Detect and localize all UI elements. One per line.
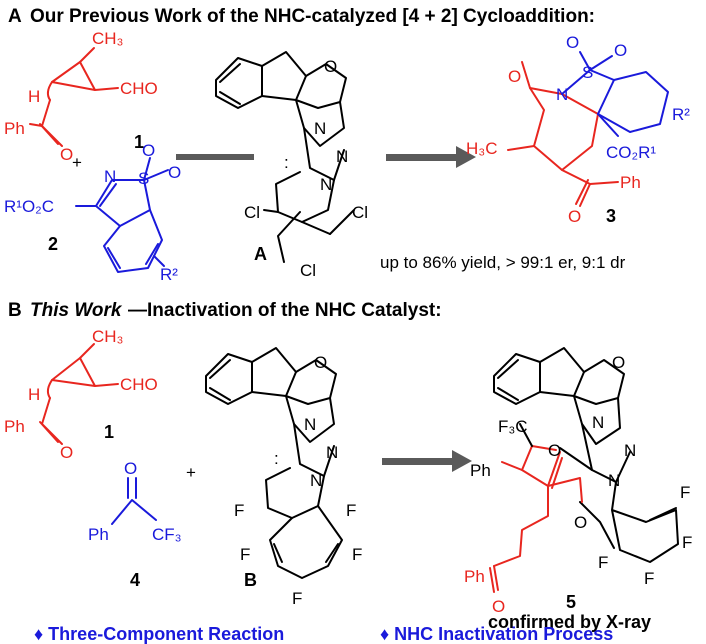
footer-three-component: ♦ Three-Component Reaction bbox=[34, 624, 284, 644]
svg-text::: : bbox=[274, 449, 279, 468]
catalyst-a-label: A bbox=[254, 244, 267, 264]
svg-text:N: N bbox=[314, 119, 326, 138]
compound-1-label-b: 1 bbox=[104, 422, 114, 442]
svg-text:F: F bbox=[292, 589, 302, 608]
svg-text:F: F bbox=[234, 501, 244, 520]
compound-4-structure: O Ph CF₃ bbox=[88, 459, 182, 544]
panel-b-title-italic: This Work bbox=[30, 300, 123, 321]
svg-text:Ph: Ph bbox=[464, 567, 485, 586]
svg-text:N: N bbox=[624, 441, 636, 460]
svg-text:N: N bbox=[320, 175, 332, 194]
svg-text:R²: R² bbox=[160, 265, 178, 284]
xray-note: confirmed by X-ray bbox=[488, 612, 651, 632]
svg-text:F: F bbox=[240, 545, 250, 564]
svg-text:H: H bbox=[28, 385, 40, 404]
panel-a-letter: A bbox=[8, 6, 22, 27]
product-3-structure: O N S O O R² H₃C CO₂R¹ Ph O bbox=[466, 33, 690, 226]
svg-text:CHO: CHO bbox=[120, 375, 158, 394]
product-3-label: 3 bbox=[606, 206, 616, 226]
compound-1-structure-b: CH₃ CHO H Ph O bbox=[4, 327, 158, 462]
svg-text:O: O bbox=[566, 33, 579, 52]
svg-text:F: F bbox=[682, 533, 692, 552]
svg-text:CO₂R¹: CO₂R¹ bbox=[606, 143, 656, 162]
svg-text:N: N bbox=[556, 85, 568, 104]
reaction-arrow-b bbox=[382, 450, 472, 472]
svg-text:O: O bbox=[124, 459, 137, 478]
compound-1-label-a: 1 bbox=[134, 132, 144, 152]
svg-text:N: N bbox=[310, 471, 322, 490]
panel-a-title: Our Previous Work of the NHC-catalyzed [… bbox=[30, 6, 595, 27]
svg-text:CH₃: CH₃ bbox=[92, 327, 123, 346]
svg-text:S: S bbox=[582, 63, 593, 82]
compound-1-structure-a: CH₃ CHO H Ph O bbox=[4, 29, 158, 164]
svg-text:Ph: Ph bbox=[88, 525, 109, 544]
svg-text:N: N bbox=[608, 471, 620, 490]
svg-text:Ph: Ph bbox=[4, 417, 25, 436]
svg-text:Cl: Cl bbox=[352, 203, 368, 222]
svg-text:F₃C: F₃C bbox=[498, 417, 528, 436]
svg-text:O: O bbox=[568, 207, 581, 226]
compound-4-label: 4 bbox=[130, 570, 140, 590]
catalyst-a-structure: O N N N : Cl Cl Cl bbox=[215, 51, 368, 280]
compound-2-structure: N S O O R¹O₂C R² bbox=[4, 141, 181, 284]
svg-text:H₃C: H₃C bbox=[466, 139, 497, 158]
svg-text:F: F bbox=[644, 569, 654, 588]
svg-text:H: H bbox=[28, 87, 40, 106]
svg-text:O: O bbox=[612, 353, 625, 372]
reaction-arrow-a bbox=[386, 146, 476, 168]
svg-text:N: N bbox=[104, 167, 116, 186]
svg-text:F: F bbox=[346, 501, 356, 520]
svg-text:S: S bbox=[138, 169, 149, 188]
svg-text:F: F bbox=[598, 553, 608, 572]
svg-text:O: O bbox=[548, 441, 561, 460]
svg-text:O: O bbox=[614, 41, 627, 60]
svg-text:O: O bbox=[60, 443, 73, 462]
svg-text:N: N bbox=[326, 443, 338, 462]
plus-sign-a: + bbox=[72, 153, 82, 172]
svg-text:N: N bbox=[336, 147, 348, 166]
product-5-structure: O O N N N O F₃C Ph Ph O F F F F bbox=[464, 347, 692, 616]
compound-2-label: 2 bbox=[48, 234, 58, 254]
svg-text:CF₃: CF₃ bbox=[152, 525, 182, 544]
panel-b-title: —Inactivation of the NHC Catalyst: bbox=[128, 300, 442, 321]
footer-nhc-inactivation: ♦ NHC Inactivation Process bbox=[380, 624, 613, 644]
svg-text:Cl: Cl bbox=[300, 261, 316, 280]
svg-text:N: N bbox=[304, 415, 316, 434]
catalyst-b-structure: O N N N : F F F F F bbox=[205, 347, 362, 608]
catalyst-b-label: B bbox=[244, 570, 257, 590]
svg-text:O: O bbox=[168, 163, 181, 182]
svg-text:CH₃: CH₃ bbox=[92, 29, 123, 48]
svg-text:CHO: CHO bbox=[120, 79, 158, 98]
catalyst-bar-a bbox=[176, 154, 254, 160]
product-5-label: 5 bbox=[566, 592, 576, 612]
svg-text:R¹O₂C: R¹O₂C bbox=[4, 197, 54, 216]
svg-text:F: F bbox=[680, 483, 690, 502]
plus-sign-b: + bbox=[186, 463, 196, 482]
svg-text:F: F bbox=[352, 545, 362, 564]
svg-text:Ph: Ph bbox=[470, 461, 491, 480]
svg-text:O: O bbox=[508, 67, 521, 86]
conditions-text: up to 86% yield, > 99:1 er, 9:1 dr bbox=[380, 253, 626, 272]
svg-text::: : bbox=[284, 153, 289, 172]
panel-b-letter: B bbox=[8, 300, 22, 321]
svg-text:Ph: Ph bbox=[620, 173, 641, 192]
svg-text:N: N bbox=[592, 413, 604, 432]
svg-text:Ph: Ph bbox=[4, 119, 25, 138]
svg-text:Cl: Cl bbox=[244, 203, 260, 222]
svg-text:O: O bbox=[60, 145, 73, 164]
svg-text:O: O bbox=[492, 597, 505, 616]
svg-text:R²: R² bbox=[672, 105, 690, 124]
svg-text:O: O bbox=[574, 513, 587, 532]
svg-text:O: O bbox=[324, 57, 337, 76]
svg-text:O: O bbox=[314, 353, 327, 372]
svg-text:O: O bbox=[142, 141, 155, 160]
